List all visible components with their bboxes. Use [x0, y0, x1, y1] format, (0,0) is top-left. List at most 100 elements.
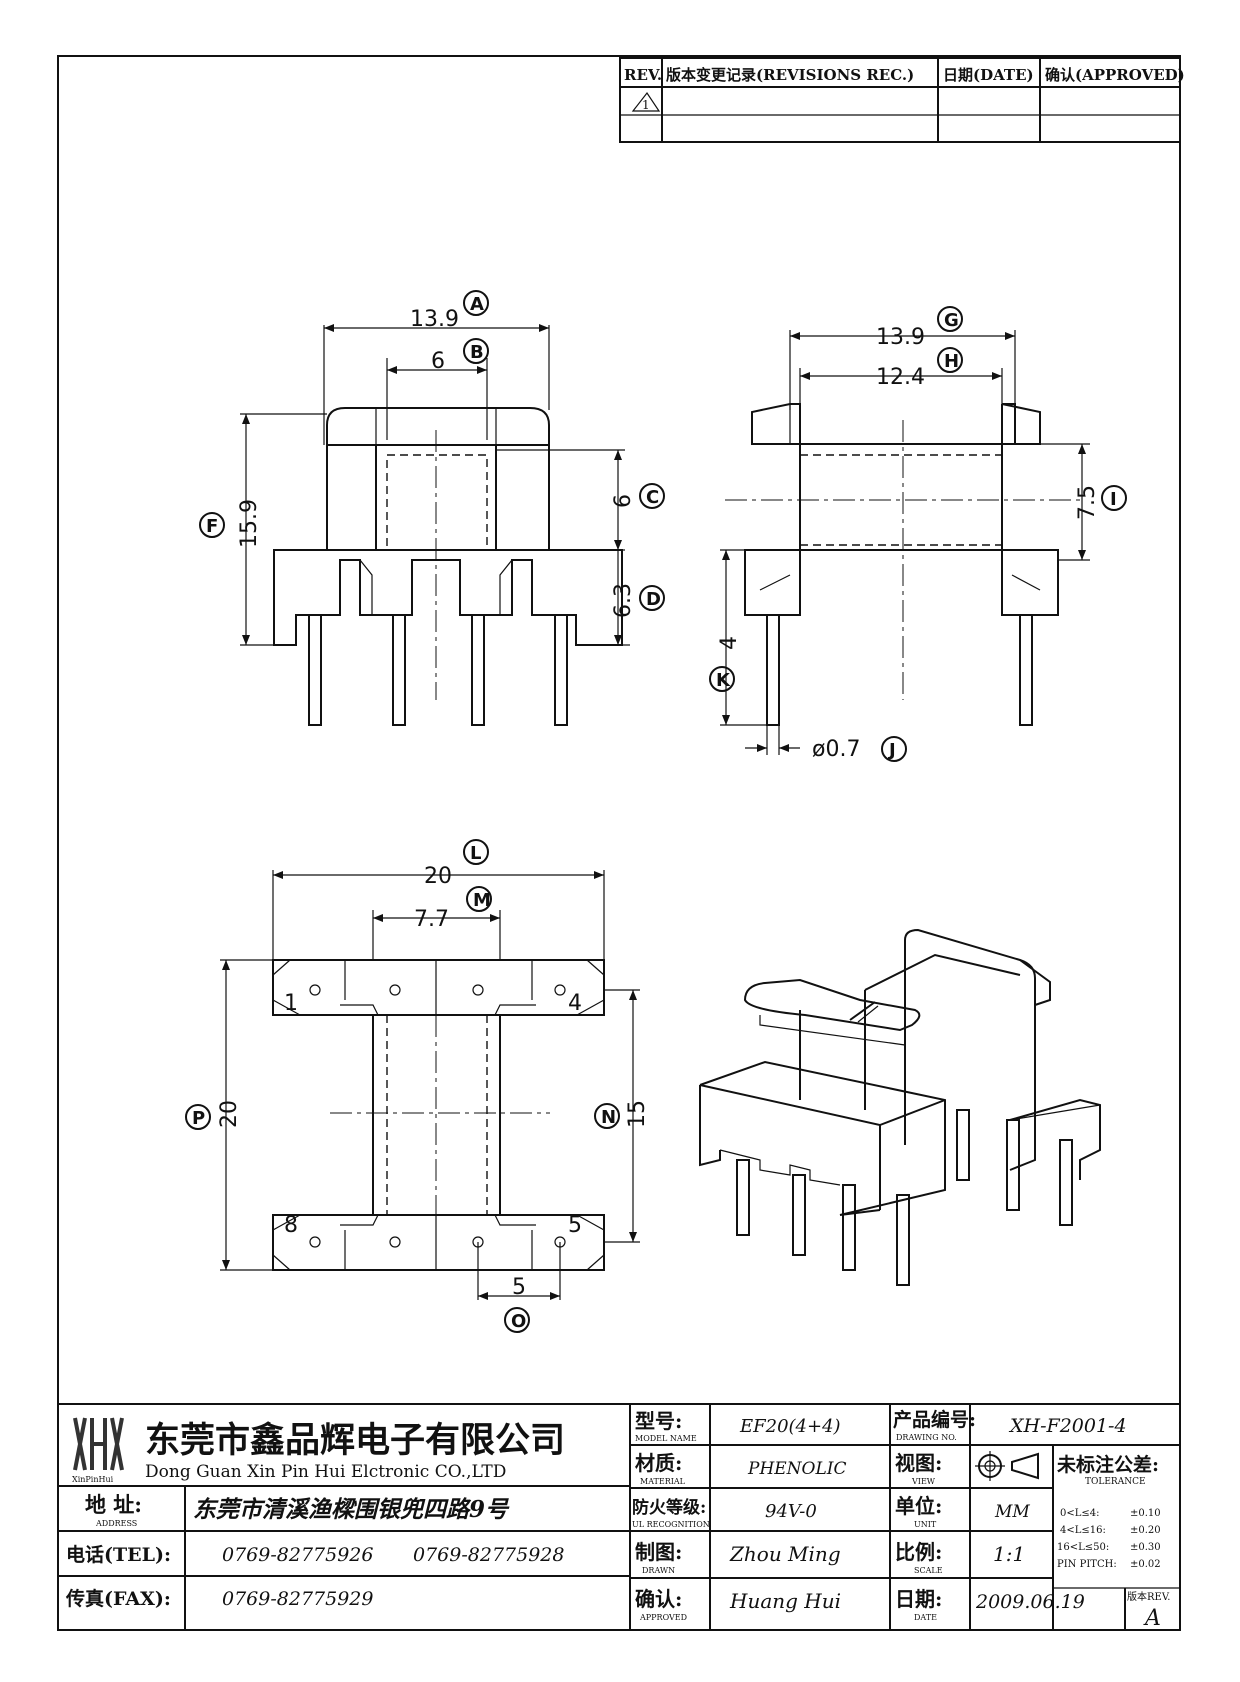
tolerance-range-2: 4<L≤16: [1060, 1525, 1106, 1536]
tolerance-range-3: 16<L≤50: [1057, 1542, 1109, 1553]
dim-H-value: 12.4 [876, 365, 925, 390]
front-view: 13.9 A 6 B [199, 290, 665, 726]
flame-label: 防火等级: [632, 1497, 706, 1518]
drawn-value: Zhou Ming [729, 1542, 841, 1566]
bubble-B [463, 338, 489, 364]
drawn-label: 制图: [635, 1540, 682, 1564]
unit-label: 单位: [895, 1494, 942, 1518]
flame-label-en: UL RECOGNITION [632, 1520, 710, 1529]
date-label-en: DATE [914, 1613, 937, 1622]
tel-value-2: 0769-82775928 [413, 1544, 564, 1566]
address-value: 东莞市清溪渔樑围银兜四路9号 [193, 1496, 510, 1523]
dim-N-value: 15 [625, 1100, 650, 1128]
dim-D-value: 6.3 [611, 583, 636, 618]
bubble-D [639, 585, 665, 611]
dim-G-value: 13.9 [876, 325, 925, 350]
bubble-N [594, 1103, 620, 1129]
date-header: 日期(DATE) [943, 66, 1034, 84]
isometric-view [699, 928, 1101, 1286]
dim-C-value: 6 [611, 494, 636, 508]
dim-P-value: 20 [217, 1100, 242, 1128]
approved-header: 确认(APPROVED) [1045, 66, 1185, 84]
bubble-C-label: C [646, 487, 659, 508]
material-value: PHENOLIC [747, 1459, 847, 1479]
bubble-J [881, 736, 907, 762]
bubble-M [466, 886, 492, 912]
bubble-N-label: N [601, 1107, 616, 1128]
bubble-I-label: I [1110, 489, 1117, 510]
bubble-F [199, 512, 225, 538]
dim-A-value: 13.9 [410, 307, 459, 332]
bubble-A [463, 290, 489, 316]
bottom-view: 20 L 7.7 M 1 4 [185, 839, 650, 1333]
fax-value: 0769-82775929 [222, 1588, 373, 1610]
logo-text: XinPinHui [72, 1475, 114, 1484]
view-label: 视图: [895, 1451, 942, 1475]
tolerance-value-3: ±0.30 [1130, 1542, 1161, 1553]
pin-label-5: 5 [568, 1213, 582, 1238]
tel-label: 电话(TEL): [66, 1543, 171, 1566]
model-value: EF20(4+4) [739, 1416, 841, 1437]
bubble-B-label: B [470, 342, 484, 363]
bubble-K [709, 666, 735, 692]
drawing-no-value: XH-F2001-4 [1008, 1415, 1127, 1437]
revision-triangle-icon [631, 91, 661, 112]
company-name-cn: 东莞市鑫品辉电子有限公司 [145, 1420, 565, 1461]
dim-F-value: 15.9 [237, 499, 262, 548]
bubble-D-label: D [646, 589, 661, 610]
bubble-A-label: A [470, 294, 484, 315]
bubble-M-label: M [473, 890, 491, 911]
date-value: 2009.06.19 [975, 1591, 1085, 1613]
tolerance-range-1: 0<L≤4: [1060, 1508, 1100, 1519]
view-label-en: VIEW [911, 1477, 936, 1486]
bubble-P [185, 1104, 211, 1130]
bubble-H [937, 347, 963, 373]
title-block: XinPinHui 东莞市鑫品辉电子有限公司 Dong Guan Xin Pin… [57, 1403, 1181, 1631]
drawing-no-label: 产品编号: [893, 1408, 976, 1431]
bubble-F-label: F [206, 516, 218, 537]
tolerance-value-1: ±0.10 [1130, 1508, 1161, 1519]
bubble-G-label: G [944, 310, 959, 331]
bubble-P-label: P [192, 1108, 205, 1129]
rev-header: REV. [624, 66, 662, 84]
sheet-border [57, 55, 1181, 1631]
pin-label-1: 1 [284, 991, 298, 1016]
bubble-I [1101, 485, 1127, 511]
dim-B-value: 6 [431, 349, 445, 374]
bubble-K-label: K [716, 670, 731, 691]
tolerance-title-en: TOLERANCE [1085, 1477, 1146, 1487]
scale-label-en: SCALE [914, 1566, 943, 1575]
bubble-O-label: O [511, 1311, 526, 1332]
bubble-C [639, 483, 665, 509]
unit-label-en: UNIT [914, 1520, 937, 1529]
approved-label-en: APPROVED [639, 1613, 687, 1622]
scale-label: 比例: [895, 1540, 942, 1564]
dim-L-value: 20 [424, 864, 452, 889]
bubble-G [937, 306, 963, 332]
approved-value: Huang Hui [729, 1589, 841, 1613]
version-label: 版本REV. [1127, 1590, 1170, 1603]
address-label: 地 址: [85, 1492, 142, 1517]
bubble-H-label: H [944, 351, 959, 372]
model-label-en: MODEL NAME [635, 1434, 697, 1443]
tolerance-value-4: ±0.02 [1130, 1559, 1161, 1570]
revision-mark: 1 [642, 98, 650, 112]
scale-value: 1:1 [993, 1542, 1025, 1566]
revision-table: REV. 版本变更记录(REVISIONS REC.) 日期(DATE) 确认(… [619, 57, 1185, 143]
pin-label-8: 8 [284, 1213, 298, 1238]
approved-label: 确认: [635, 1587, 682, 1611]
date-label: 日期: [895, 1587, 942, 1611]
revisions-record-header: 版本变更记录(REVISIONS REC.) [666, 66, 914, 84]
company-name-en: Dong Guan Xin Pin Hui Elctronic CO.,LTD [145, 1462, 506, 1482]
bubble-L-label: L [470, 843, 481, 864]
material-label-en: MATERIAL [640, 1477, 686, 1486]
dim-M-value: 7.7 [414, 907, 449, 932]
model-label: 型号: [635, 1409, 682, 1433]
tolerance-range-4: PIN PITCH: [1057, 1559, 1117, 1570]
drawing-no-label-en: DRAWING NO. [896, 1433, 957, 1442]
dim-K-value: 4 [717, 636, 742, 650]
drawn-label-en: DRAWN [642, 1566, 675, 1575]
dim-O-value: 5 [512, 1275, 526, 1300]
bubble-L [463, 839, 489, 865]
